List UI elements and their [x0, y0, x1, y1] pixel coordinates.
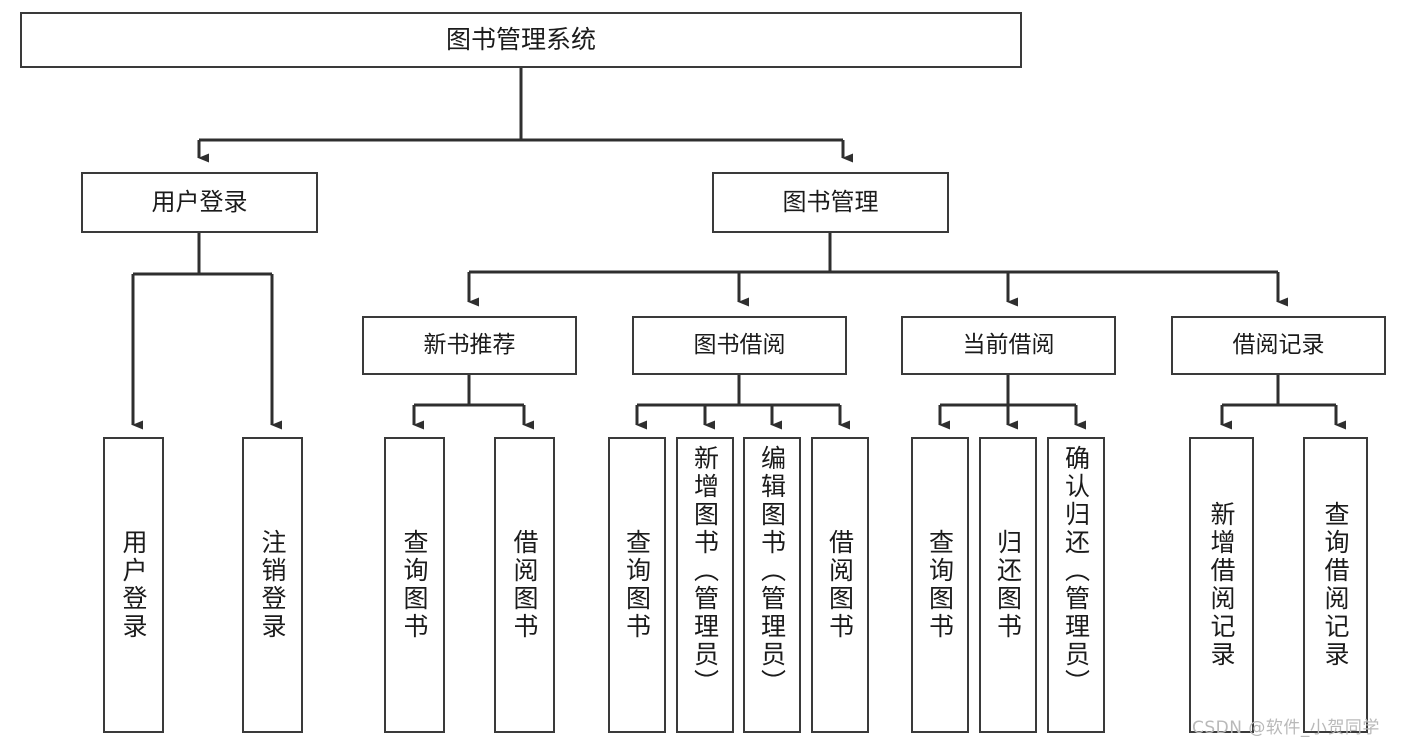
node-leaf-query-book-rec[interactable]: 查询图书 [384, 437, 445, 733]
node-leaf-add-book[interactable]: 新增图书（管理员） [676, 437, 734, 733]
node-leaf-confirm-return[interactable]: 确认归还（管理员） [1047, 437, 1105, 733]
node-leaf-query-book-current-label: 查询图书 [925, 529, 955, 641]
node-current-borrow-label: 当前借阅 [962, 331, 1055, 358]
node-book-borrow-label: 图书借阅 [693, 331, 786, 358]
node-leaf-user-login[interactable]: 用户登录 [103, 437, 164, 733]
node-leaf-borrow-book-rec[interactable]: 借阅图书 [494, 437, 555, 733]
node-user-login[interactable]: 用户登录 [81, 172, 318, 233]
node-borrow-record[interactable]: 借阅记录 [1171, 316, 1386, 375]
node-leaf-query-book-borrow-label: 查询图书 [622, 529, 652, 641]
node-book-borrow[interactable]: 图书借阅 [632, 316, 847, 375]
node-leaf-borrow-book-rec-label: 借阅图书 [510, 529, 539, 641]
node-leaf-query-book-borrow[interactable]: 查询图书 [608, 437, 666, 733]
node-root-system[interactable]: 图书管理系统 [20, 12, 1022, 68]
node-new-book-rec[interactable]: 新书推荐 [362, 316, 577, 375]
node-leaf-user-login-label: 用户登录 [119, 529, 148, 641]
node-leaf-query-book-rec-label: 查询图书 [400, 529, 429, 641]
node-leaf-query-book-current[interactable]: 查询图书 [911, 437, 969, 733]
node-leaf-query-record-label: 查询借阅记录 [1321, 501, 1350, 669]
node-leaf-query-record[interactable]: 查询借阅记录 [1303, 437, 1368, 733]
node-new-book-rec-label: 新书推荐 [423, 331, 516, 358]
node-leaf-borrow-book-label: 借阅图书 [825, 529, 855, 641]
node-leaf-return-book[interactable]: 归还图书 [979, 437, 1037, 733]
node-leaf-add-book-label: 新增图书（管理员） [690, 445, 720, 697]
node-root-system-label: 图书管理系统 [445, 25, 596, 55]
node-leaf-edit-book-label: 编辑图书（管理员） [757, 445, 787, 697]
node-leaf-edit-book[interactable]: 编辑图书（管理员） [743, 437, 801, 733]
node-leaf-add-record-label: 新增借阅记录 [1207, 501, 1236, 669]
node-borrow-record-label: 借阅记录 [1232, 331, 1325, 358]
node-book-manage[interactable]: 图书管理 [712, 172, 949, 233]
node-leaf-user-logout[interactable]: 注销登录 [242, 437, 303, 733]
node-leaf-user-logout-label: 注销登录 [258, 529, 287, 641]
node-current-borrow[interactable]: 当前借阅 [901, 316, 1116, 375]
node-user-login-label: 用户登录 [151, 188, 248, 217]
node-leaf-confirm-return-label: 确认归还（管理员） [1061, 445, 1091, 697]
node-book-manage-label: 图书管理 [782, 188, 879, 217]
node-leaf-borrow-book[interactable]: 借阅图书 [811, 437, 869, 733]
node-leaf-add-record[interactable]: 新增借阅记录 [1189, 437, 1254, 733]
node-leaf-return-book-label: 归还图书 [993, 529, 1023, 641]
csdn-watermark: CSDN @软件_小贺同学 [1192, 718, 1380, 738]
